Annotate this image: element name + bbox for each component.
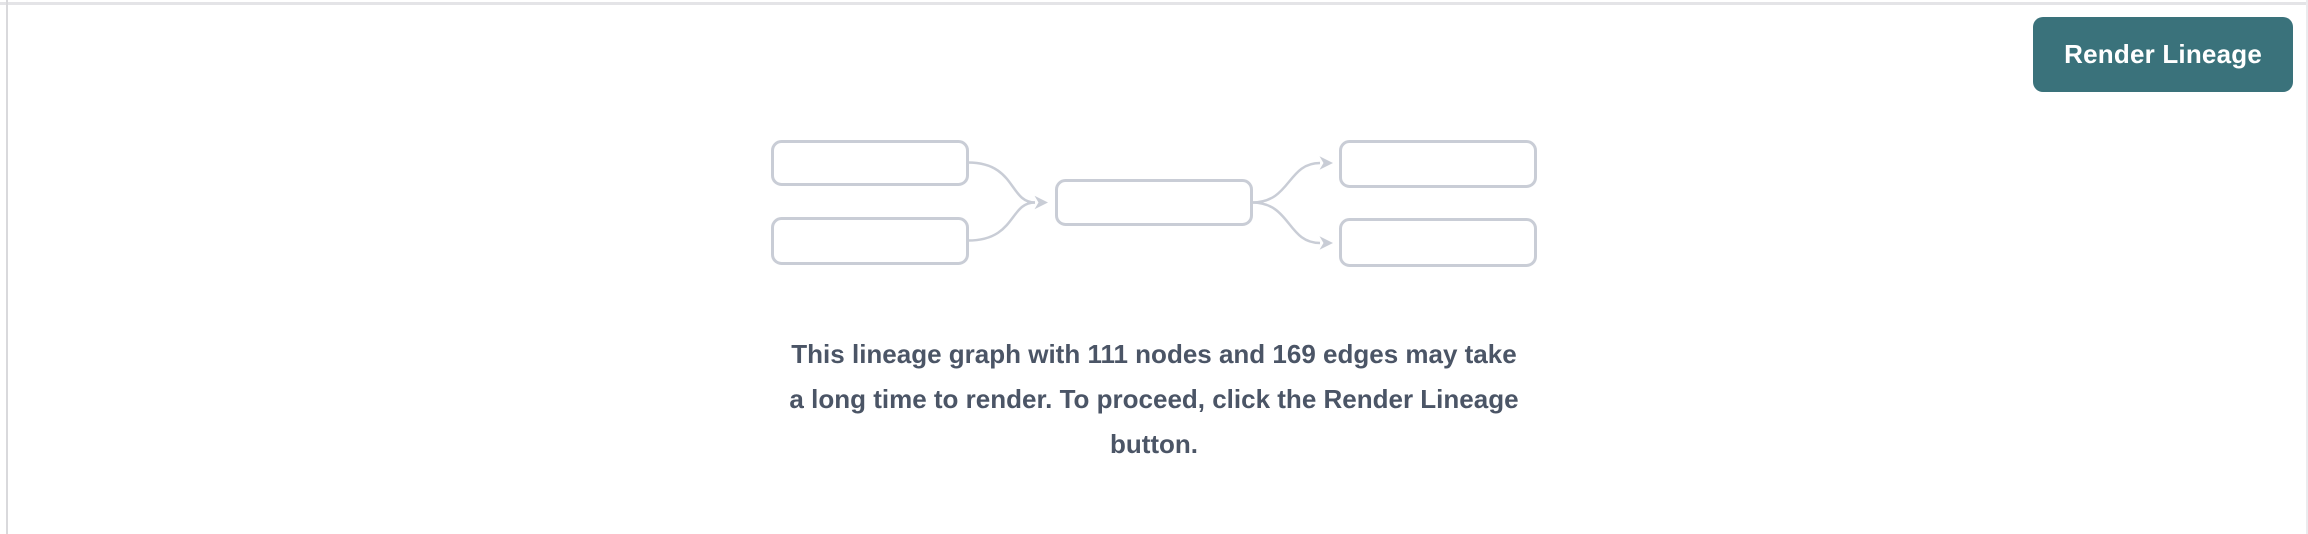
arrowheads (1034, 156, 1333, 250)
edge-left-top (967, 161, 1036, 204)
render-warning-message: This lineage graph with 111 nodes and 16… (759, 332, 1549, 467)
arrowhead-icon (1034, 195, 1048, 210)
arrowhead-icon (1319, 236, 1333, 250)
edge-right-top (1251, 161, 1321, 204)
lineage-empty-state: This lineage graph with 111 nodes and 16… (759, 140, 1549, 467)
right-divider (2306, 0, 2308, 534)
placeholder-nodes (771, 140, 1537, 267)
placeholder-node-right-top (1339, 140, 1537, 188)
render-lineage-button[interactable]: Render Lineage (2033, 17, 2293, 92)
message-line: button. (1109, 429, 1199, 459)
placeholder-node-left-top (771, 140, 969, 186)
top-divider (0, 2, 2308, 5)
placeholder-edges (967, 161, 1321, 245)
edge-right-bottom (1251, 201, 1321, 245)
left-divider (6, 0, 8, 534)
placeholder-node-right-bottom (1339, 218, 1537, 267)
placeholder-node-middle (1055, 179, 1253, 226)
message-line: This lineage graph with 111 nodes and 16… (791, 339, 1517, 369)
arrowhead-icon (1319, 156, 1333, 170)
edge-left-bottom (967, 201, 1036, 242)
placeholder-node-left-bottom (771, 217, 969, 265)
lineage-placeholder-diagram-icon (771, 140, 1537, 267)
message-line: a long time to render. To proceed, click… (789, 384, 1519, 414)
